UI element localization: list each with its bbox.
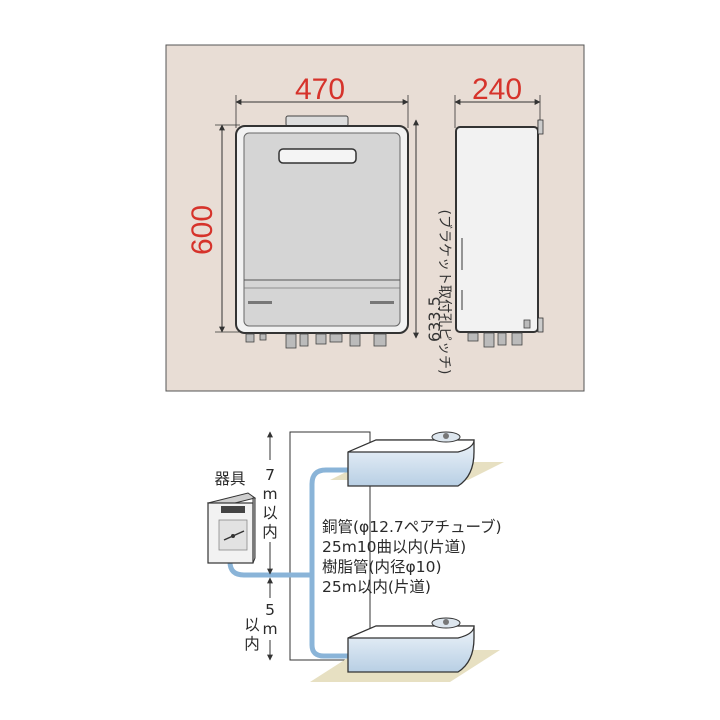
height-dimension: 600 — [186, 124, 240, 333]
bracket-dimension: 633.5 (ブラケット取付孔ピッチ) — [413, 119, 453, 375]
lower-distance-char-2: m — [262, 620, 277, 638]
spec-line-3: 樹脂管(内径φ10) — [322, 558, 442, 576]
dim-width-value: 470 — [295, 73, 345, 106]
upper-distance-char-4: 内 — [262, 523, 278, 541]
side-pipe-fittings — [467, 319, 531, 348]
wall-outline — [289, 431, 371, 661]
upper-distance-marker: 7 m 以 内 — [262, 431, 278, 575]
width-dimension: 470 — [235, 73, 409, 128]
dimension-panel: 470 240 600 633.5 (ブラケット取付孔ピッチ) — [165, 44, 585, 392]
pipe-spec-text: 銅管(φ12.7ペアチューブ) 25m10曲以内(片道) 樹脂管(内径φ10) … — [322, 517, 502, 596]
lower-distance-char-3: 以 — [244, 616, 260, 634]
lower-distance-char-1: 5 — [265, 601, 275, 619]
water-pipe — [227, 467, 355, 659]
spec-line-2: 25m10曲以内(片道) — [322, 538, 466, 556]
lower-distance-char-4: 内 — [244, 635, 260, 653]
spec-line-1: 銅管(φ12.7ペアチューブ) — [322, 517, 502, 536]
heater-side-view — [455, 119, 544, 348]
upper-distance-char-2: m — [262, 485, 277, 503]
lower-distance-marker: 5 m 以 内 — [244, 577, 278, 661]
water-heater-device — [206, 492, 257, 564]
lower-bathtub — [347, 617, 475, 673]
installation-diagram: 器具 7 m 以 内 5 m 以 内 銅管(φ12.7ペアチューブ) 25m10… — [206, 431, 504, 682]
dim-depth-value: 240 — [472, 73, 522, 106]
upper-distance-char-1: 7 — [265, 466, 275, 484]
upper-bathtub — [347, 431, 475, 487]
upper-distance-char-3: 以 — [262, 504, 278, 522]
heater-front-view — [235, 115, 409, 349]
front-pipe-fittings — [245, 333, 387, 349]
spec-line-4: 25m以内(片道) — [322, 578, 431, 596]
dim-height-value: 600 — [186, 205, 219, 255]
depth-dimension: 240 — [454, 73, 541, 128]
dim-bracket-note: (ブラケット取付孔ピッチ) — [436, 210, 453, 375]
device-label: 器具 — [214, 470, 245, 488]
dim-bracket-value: 633.5 — [425, 296, 444, 342]
